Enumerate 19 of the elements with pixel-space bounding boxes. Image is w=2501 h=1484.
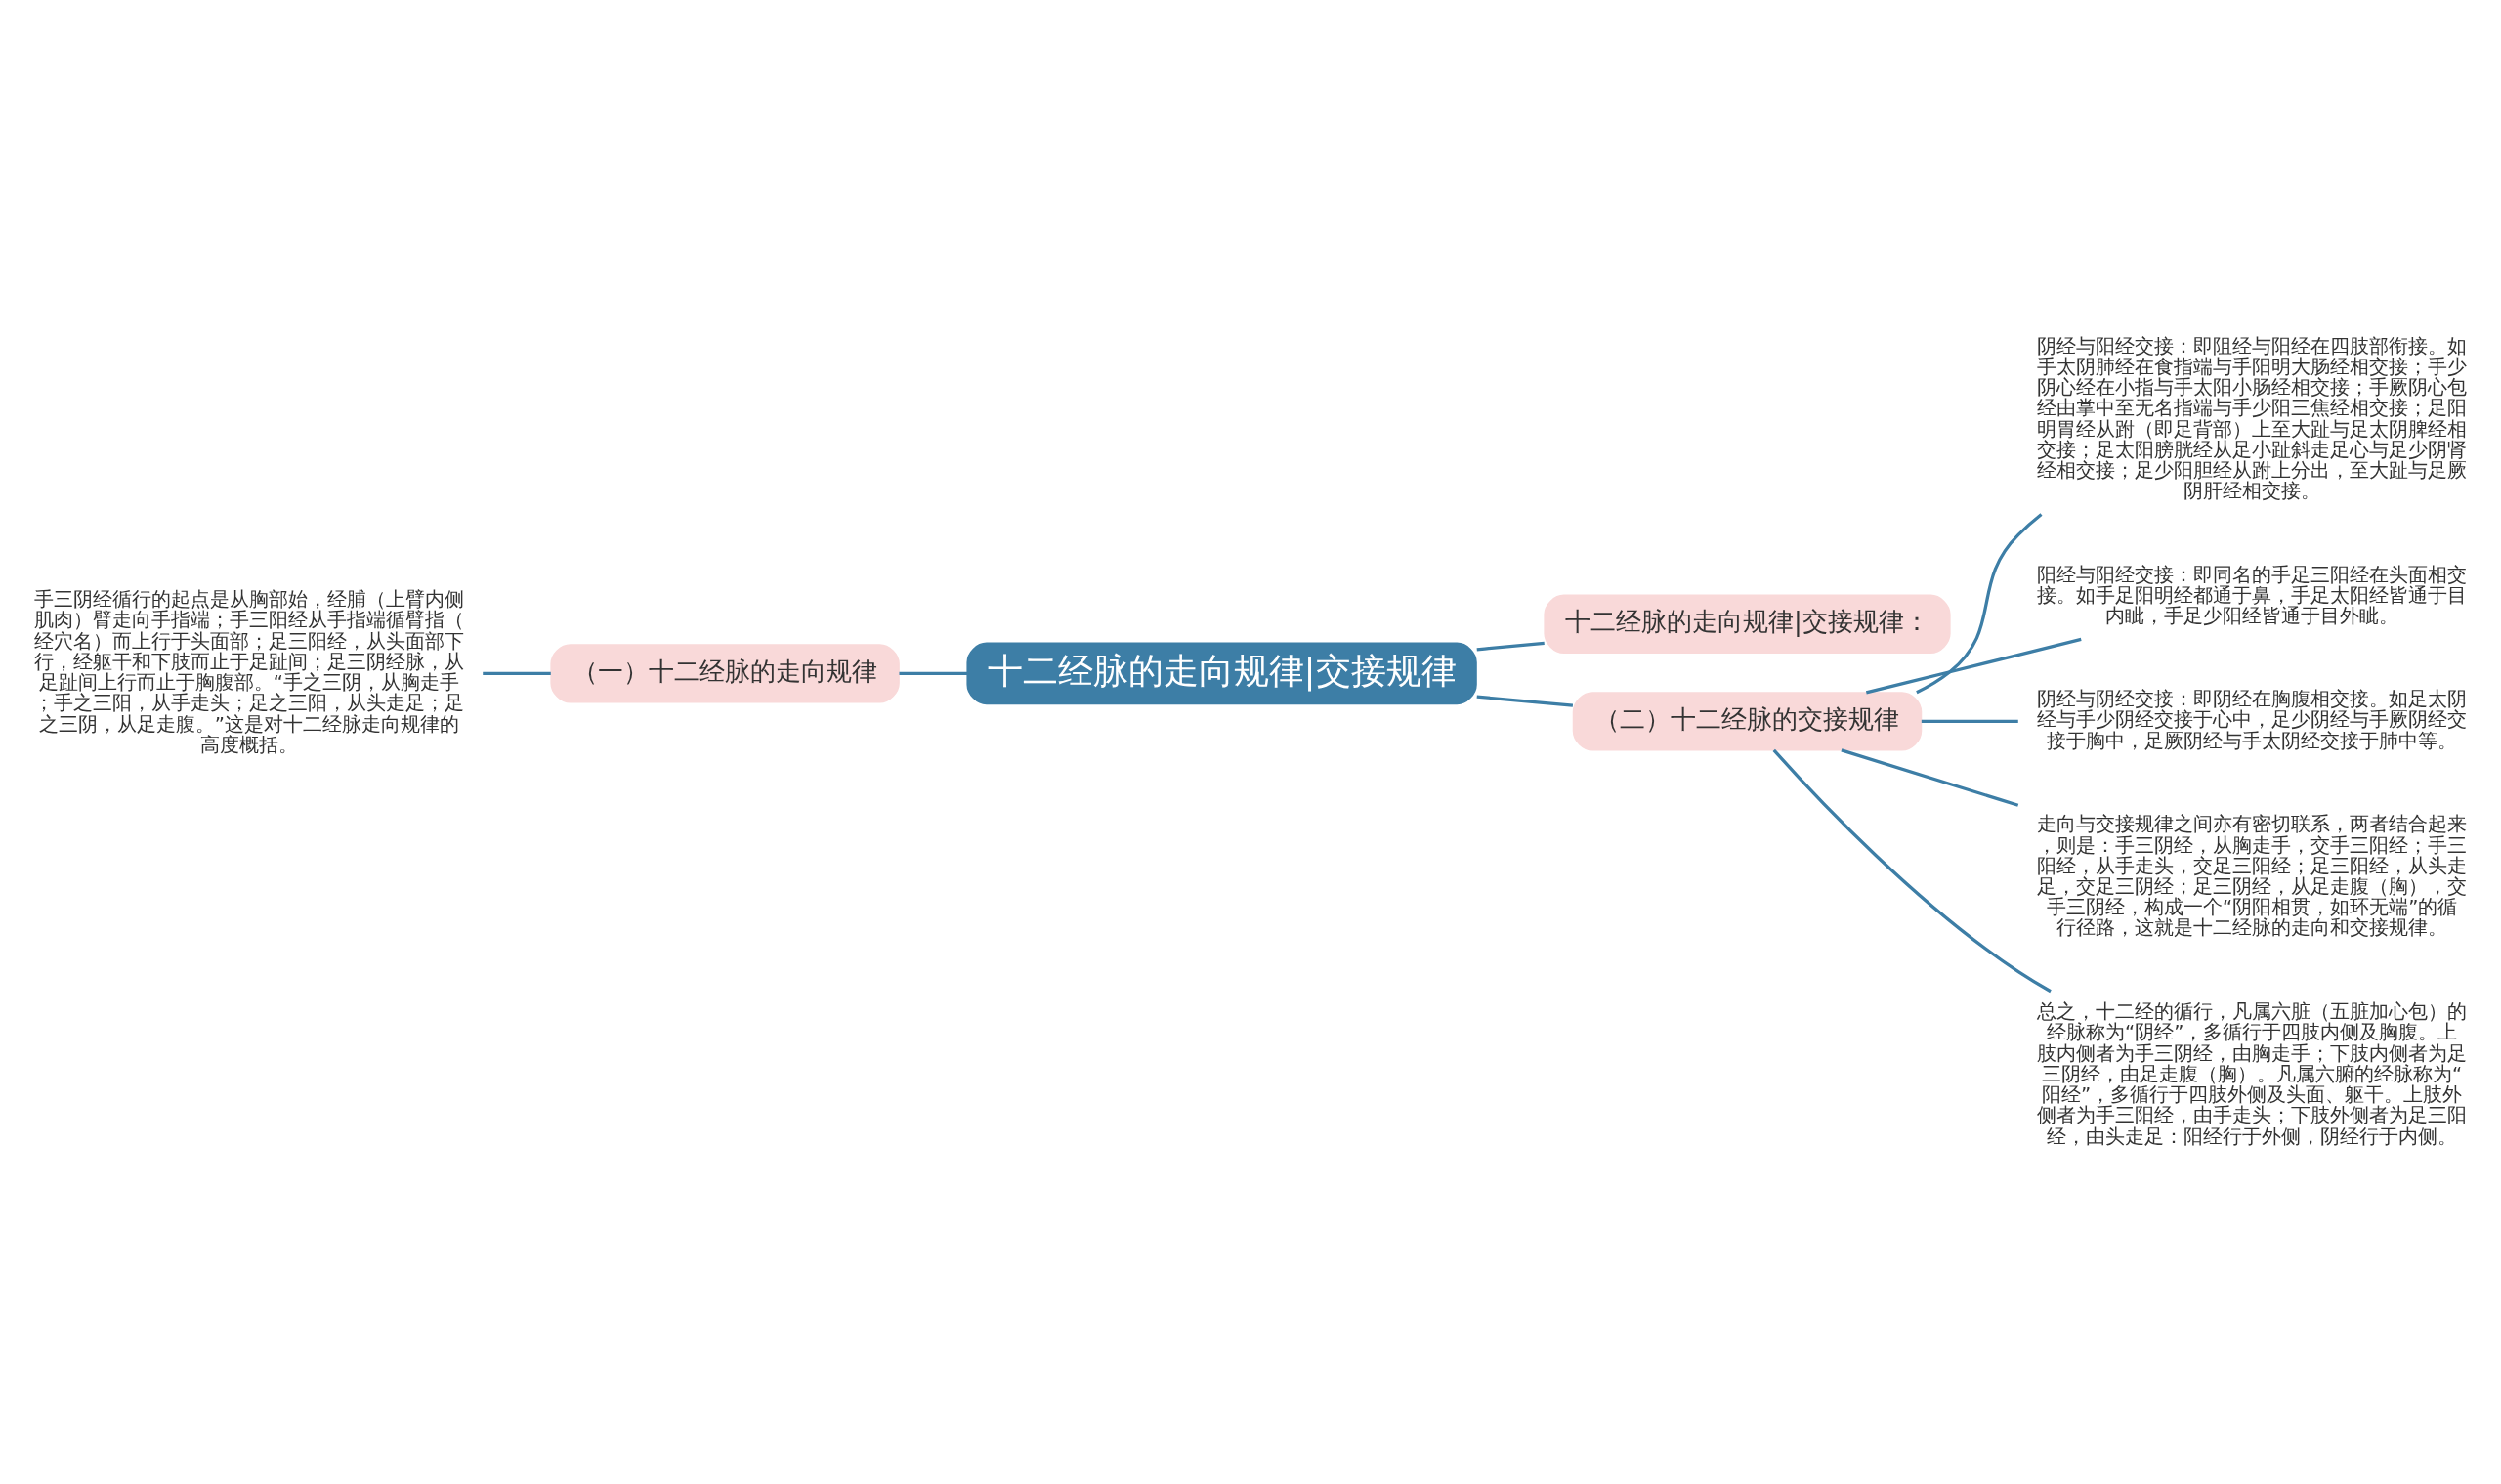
node-box: （二）十二经脉的交接规律 — [1572, 691, 1923, 751]
connector — [1921, 719, 2018, 723]
node-box: （一）十二经脉的走向规律 — [550, 643, 900, 703]
connector — [1476, 641, 1545, 651]
node-text: 阴经与阴经交接：即阴经在胸腹相交接。如足太阴经与手少阴经交接于心中，足少阴经与手厥阴经交接于胸中，足厥阴经与手太阴经交接于肺中等。 — [2037, 687, 2468, 752]
node-box: 十二经脉的走向规律|交接规律 — [966, 642, 1477, 704]
connector — [1772, 748, 2052, 993]
node-text: 总之，十二经的循行，凡属六脏（五脏加心包）的经脉称为“阴经”，多循行于四肢内侧及胸腹。上肢内侧者为手三阴经，由胸走手；下肢内侧者为足三阴经，由足走腹（胸）。凡属六腑的经脉称为“阳经”，多循行于四肢外侧及头面、躯干。上肢外侧者为手三阳经，由手走头；下肢外侧者为足三阳经，由头走足：阳经行于外侧，阴经行于内侧。 — [2037, 999, 2468, 1147]
connector — [1841, 747, 2019, 807]
connector — [1476, 695, 1574, 707]
node-text: 手三阴经循行的起点是从胸部始，经脯（上臂内侧肌肉）臂走向手指端；手三阳经从手指端循臂指（经穴名）而上行于头面部；足三阳经，从头面部下行，经躯干和下肢而止于足趾间；足三阴经脉，从足趾间上行而止于胸腹部。“手之三阴，从胸走手；手之三阳，从手走头；足之三阳，从头走足；足之三阴，从足走腹。”这是对十二经脉走向规律的高度概括。 — [33, 587, 464, 756]
node-text: 走向与交接规律之间亦有密切联系，两者结合起来，则是：手三阴经，从胸走手，交手三阳经；手三阳经，从手走头，交足三阳经；足三阳经，从头走足，交足三阴经；足三阴经，从足走腹（胸），交手三阴经，构成一个“阴阳相贯，如环无端”的循行径路，这就是十二经脉的走向和交接规律。 — [2037, 812, 2468, 939]
node-text: 阳经与阳经交接：即同名的手足三阳经在头面相交接。如手足阳明经都通于鼻，手足太阳经皆通于目内眦，手足少阳经皆通于目外眦。 — [2037, 563, 2468, 627]
connector — [1865, 637, 2082, 694]
connector — [1916, 512, 2043, 694]
connector — [483, 671, 551, 675]
node-text: 阴经与阳经交接：即阻经与阳经在四肢部衔接。如手太阴肺经在食指端与手阳明大肠经相交接；手少阴心经在小指与手太阳小肠经相交接；手厥阴心包经由掌中至无名指端与手少阳三焦经相交接；足阳明胃经从跗（即足背部）上至大趾与足太阴脾经相交接；足太阳膀胱经从足小趾斜走足心与足少阴肾经相交接；足少阳胆经从跗上分出，至大趾与足厥阴肝经相交接。 — [2037, 334, 2468, 502]
node-box: 十二经脉的走向规律|交接规律： — [1544, 594, 1951, 654]
connector — [899, 671, 968, 675]
